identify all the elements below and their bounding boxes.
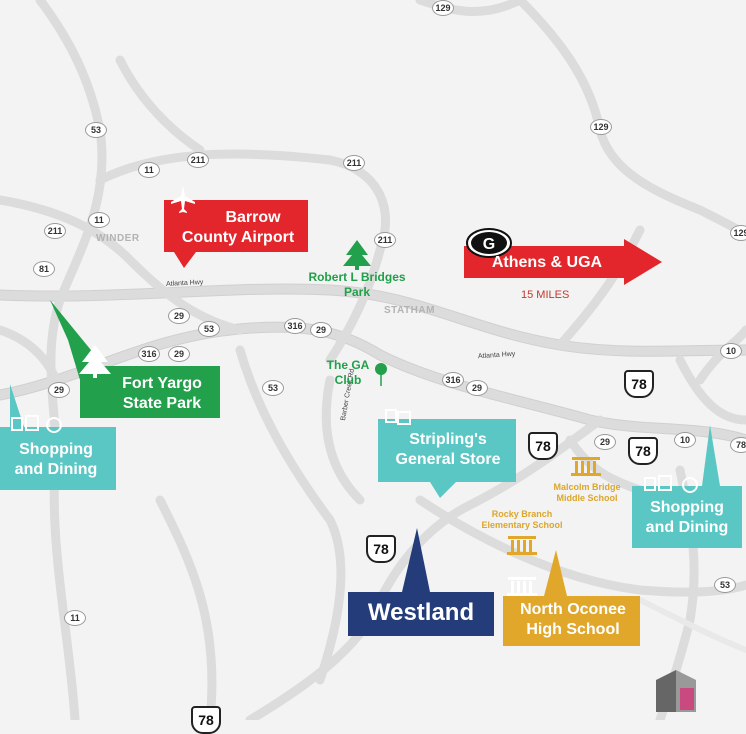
westland-label: Westland <box>367 599 475 626</box>
route-shield-29: 29 <box>466 380 488 396</box>
us-route-shield-78: 78 <box>624 370 654 398</box>
route-shield-10: 10 <box>720 343 742 359</box>
route-shield-211: 211 <box>44 223 66 239</box>
route-shield-316: 316 <box>138 346 160 362</box>
barrow-airport-label: Barrow County Airport <box>181 209 295 246</box>
shopping-west-label: Shopping and Dining <box>14 441 98 478</box>
shopping-dining-icon <box>11 415 62 433</box>
route-shield-53: 53 <box>714 577 736 593</box>
route-shield-81: 81 <box>33 261 55 277</box>
westland-callout-bg <box>348 528 494 636</box>
athens-uga-distance: 15 MILES <box>521 289 570 301</box>
route-shield-53: 53 <box>262 380 284 396</box>
route-shield-78: 78 <box>730 437 746 453</box>
rocky-branch-label: Rocky Branch Elementary School <box>481 509 563 530</box>
malcolm-bridge-label: Malcolm Bridge Middle School <box>553 482 621 503</box>
robert-bridges-park-label: Robert L Bridges Park <box>308 270 406 299</box>
north-oconee-label: North Oconee High School <box>520 601 626 638</box>
athens-uga-label: Athens & UGA <box>491 254 603 271</box>
shopping-east-label: Shopping and Dining <box>645 499 729 536</box>
route-shield-10: 10 <box>674 432 696 448</box>
route-shield-11: 11 <box>138 162 160 178</box>
route-shield-11: 11 <box>88 212 110 228</box>
us-route-shield-78: 78 <box>628 437 658 465</box>
striplings-callout-bg <box>378 419 516 498</box>
town-statham: STATHAM <box>384 305 435 316</box>
route-shield-211: 211 <box>187 152 209 168</box>
svg-text:G: G <box>483 236 495 253</box>
shopping-bag-icon <box>385 409 411 425</box>
route-shield-53: 53 <box>198 321 220 337</box>
route-shield-29: 29 <box>168 308 190 324</box>
us-route-shield-78: 78 <box>366 535 396 563</box>
route-shield-29: 29 <box>594 434 616 450</box>
barrow-airport-callout-bg <box>164 200 308 268</box>
route-shield-29: 29 <box>310 322 332 338</box>
ga-club-label: The GA Club <box>326 358 370 387</box>
route-shield-129: 129 <box>432 0 454 16</box>
town-winder: WINDER <box>96 233 140 244</box>
route-shield-211: 211 <box>374 232 396 248</box>
school-building-icon <box>507 577 537 596</box>
fort-yargo-callout-bg <box>50 300 220 418</box>
georgia-g-logo-icon: G <box>466 228 512 258</box>
route-shield-11: 11 <box>64 610 86 626</box>
route-shield-316: 316 <box>442 372 464 388</box>
striplings-label: Stripling's General Store <box>395 431 501 468</box>
pine-tree-icon <box>343 240 371 270</box>
shopping-east-callout-bg <box>632 425 742 548</box>
route-shield-316: 316 <box>284 318 306 334</box>
shopping-west-callout-bg <box>0 384 116 490</box>
route-shield-129: 129 <box>590 119 612 135</box>
route-shield-129: 129 <box>730 225 746 241</box>
pine-tree-icon <box>79 345 111 378</box>
north-oconee-callout-bg <box>503 550 640 646</box>
school-building-icon <box>571 457 601 476</box>
route-shield-29: 29 <box>48 382 70 398</box>
route-shield-211: 211 <box>343 155 365 171</box>
ls-logo-icon <box>656 670 696 712</box>
us-route-shield-78: 78 <box>528 432 558 460</box>
route-shield-53: 53 <box>85 122 107 138</box>
airplane-icon <box>171 186 195 213</box>
fort-yargo-label: Fort Yargo State Park <box>122 375 202 412</box>
route-shield-29: 29 <box>168 346 190 362</box>
map-pin-icon <box>375 363 387 386</box>
athens-uga-arrow-bg <box>464 239 662 285</box>
shopping-dining-icon <box>644 475 698 493</box>
school-building-icon <box>507 536 537 555</box>
